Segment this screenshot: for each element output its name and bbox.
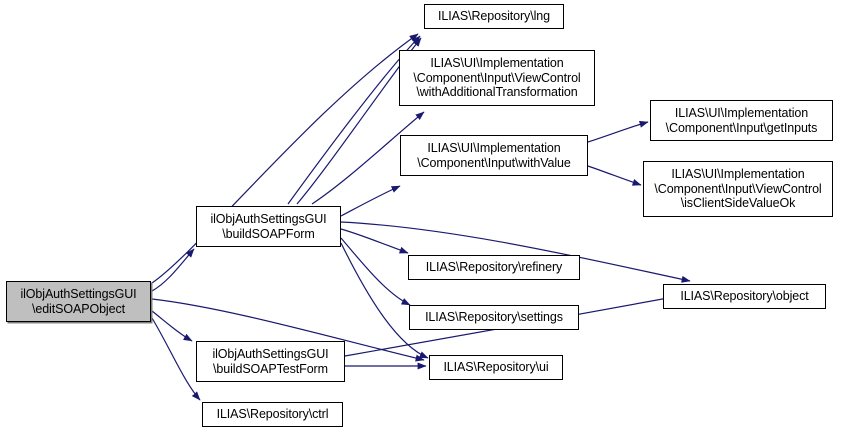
graph-node-withAdditionalTransformation[interactable]: ILIAS\UI\Implementation \Component\Input… bbox=[399, 50, 595, 106]
graph-node-label: ilObjAuthSettingsGUI \buildSOAPTestForm bbox=[212, 347, 329, 376]
graph-node-label: ILIAS\UI\Implementation \Component\Input… bbox=[417, 141, 571, 170]
graph-edge-buildSOAPForm-to-withAdditionalTransformation bbox=[311, 111, 425, 205]
graph-node-label: ilObjAuthSettingsGUI \buildSOAPForm bbox=[210, 212, 327, 241]
graph-node-ui[interactable]: ILIAS\Repository\ui bbox=[429, 355, 563, 380]
graph-edge-editSOAPObject-to-buildSOAPTestForm bbox=[151, 310, 193, 342]
graph-node-label: ILIAS\Repository\ctrl bbox=[216, 407, 329, 422]
graph-node-getInputs[interactable]: ILIAS\UI\Implementation \Component\Input… bbox=[650, 100, 833, 141]
graph-node-object[interactable]: ILIAS\Repository\object bbox=[663, 284, 826, 309]
graph-edge-editSOAPObject-to-buildSOAPForm bbox=[151, 248, 195, 292]
graph-node-label: ilObjAuthSettingsGUI \editSOAPObject bbox=[20, 287, 137, 316]
graph-edge-buildSOAPForm-to-withValue bbox=[340, 185, 401, 217]
graph-node-isClientSideValueOk[interactable]: ILIAS\UI\Implementation \Component\Input… bbox=[643, 161, 833, 217]
graph-edge-buildSOAPForm-to-object bbox=[340, 221, 691, 283]
graph-edge-editSOAPObject-to-ctrl bbox=[151, 317, 201, 401]
graph-edge-buildSOAPForm-to-ui bbox=[340, 242, 429, 359]
graph-node-refinery[interactable]: ILIAS\Repository\refinery bbox=[408, 255, 580, 280]
graph-node-lng[interactable]: ILIAS\Repository\lng bbox=[424, 4, 564, 29]
graph-node-withValue[interactable]: ILIAS\UI\Implementation \Component\Input… bbox=[400, 135, 588, 176]
graph-edge-buildSOAPForm-to-settings bbox=[340, 237, 411, 306]
graph-edge-buildSOAPForm-to-refinery bbox=[340, 228, 409, 254]
graph-edge-editSOAPObject-to-lng bbox=[151, 33, 419, 284]
graph-node-label: ILIAS\UI\Implementation \Component\Input… bbox=[665, 106, 818, 135]
graph-node-label: ILIAS\Repository\settings bbox=[425, 310, 563, 325]
graph-node-label: ILIAS\Repository\object bbox=[680, 289, 809, 304]
graph-node-label: ILIAS\Repository\ui bbox=[443, 360, 549, 375]
graph-edge-withValue-to-getInputs bbox=[587, 120, 649, 143]
graph-node-label: ILIAS\Repository\refinery bbox=[425, 260, 563, 275]
graph-edge-withValue-to-isClientSideValueOk bbox=[587, 165, 642, 186]
graph-node-label: ILIAS\UI\Implementation \Component\Input… bbox=[654, 167, 822, 211]
graph-node-label: ILIAS\Repository\lng bbox=[438, 9, 550, 24]
graph-node-label: ILIAS\UI\Implementation \Component\Input… bbox=[413, 56, 581, 100]
graph-node-ctrl[interactable]: ILIAS\Repository\ctrl bbox=[202, 402, 343, 427]
graph-node-settings[interactable]: ILIAS\Repository\settings bbox=[409, 305, 579, 330]
graph-node-buildSOAPTestForm[interactable]: ilObjAuthSettingsGUI \buildSOAPTestForm bbox=[196, 341, 345, 382]
graph-edge-editSOAPObject-to-ui bbox=[151, 298, 425, 362]
graph-node-editSOAPObject[interactable]: ilObjAuthSettingsGUI \editSOAPObject bbox=[6, 281, 151, 322]
graph-node-buildSOAPForm[interactable]: ilObjAuthSettingsGUI \buildSOAPForm bbox=[196, 206, 341, 247]
